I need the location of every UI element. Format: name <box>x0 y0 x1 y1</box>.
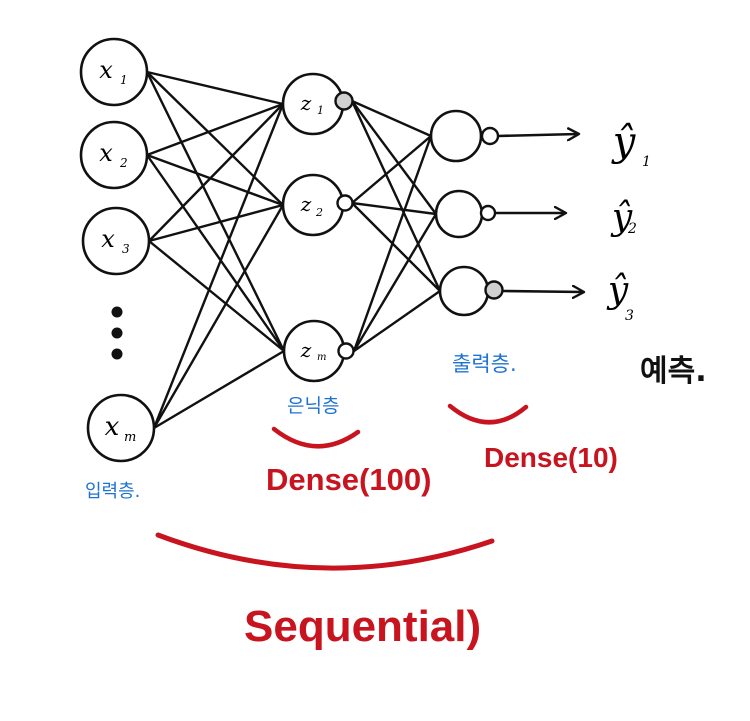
output-dense-label: Dense(10) <box>484 442 618 473</box>
edge-input-2-hidden-1 <box>145 102 285 157</box>
input-node-1-sub: 1 <box>120 73 128 87</box>
activation-dot <box>336 194 354 212</box>
hidden-node-2: z 2 <box>281 173 354 237</box>
ellipsis-dots <box>111 306 123 360</box>
output-arrow-1 <box>497 134 578 136</box>
activation-dot <box>337 342 355 360</box>
output-label-2: ŷ 2 <box>610 197 637 238</box>
input-node-3-label: x <box>101 225 115 253</box>
edge-hidden-3-output-3 <box>352 289 442 353</box>
input-node-m-sub: m <box>124 430 136 445</box>
model-bracket <box>155 532 495 571</box>
input-node-2-sub: 2 <box>119 156 128 170</box>
output-label-3-text: ŷ <box>606 270 629 311</box>
output-label-1-sub: 1 <box>642 154 651 170</box>
hidden-node-1-label: z <box>300 91 312 115</box>
input-layer-label: 입력층. <box>85 481 140 502</box>
edge-input-1-hidden-2 <box>145 70 285 207</box>
edge-input-3-hidden-2 <box>147 203 285 243</box>
hidden-node-2-sub: 2 <box>315 206 323 219</box>
edge-hidden-2-output-1 <box>350 134 433 205</box>
edge-input-3-hidden-1 <box>147 102 285 243</box>
edge-input-1-hidden-1 <box>145 70 285 106</box>
edge-input-4-hidden-1 <box>152 102 285 430</box>
connections <box>145 70 442 430</box>
hidden-node-m: z m <box>282 319 355 383</box>
output-label-1-text: ŷ <box>611 119 637 165</box>
edge-hidden-2-output-3 <box>350 201 442 293</box>
output-node-2 <box>434 189 497 239</box>
edge-hidden-3-output-1 <box>352 134 433 353</box>
activation-dot <box>484 280 504 300</box>
edge-hidden-2-output-2 <box>350 201 438 216</box>
prediction-label: 예측. <box>640 354 707 389</box>
hidden-node-2-label: z <box>300 192 312 216</box>
edge-input-4-hidden-2 <box>152 203 285 430</box>
edge-hidden-1-output-3 <box>350 99 442 293</box>
hidden-layer-bracket <box>271 426 361 449</box>
input-node-3-sub: 3 <box>122 242 130 256</box>
input-node-2: x 2 <box>79 120 149 190</box>
output-arrow-3 <box>502 291 583 292</box>
edge-input-2-hidden-2 <box>145 153 285 207</box>
edge-hidden-1-output-2 <box>350 99 438 216</box>
input-node-2-label: x <box>99 139 113 167</box>
edge-hidden-1-output-1 <box>350 99 433 138</box>
hidden-node-1: z 1 <box>281 72 354 136</box>
hidden-node-m-sub: m <box>317 352 326 363</box>
output-label-2-text: ŷ <box>610 197 633 238</box>
hidden-dense-label: Dense(100) <box>266 462 431 497</box>
activation-dot <box>334 91 354 111</box>
input-node-m: x m <box>86 393 156 463</box>
edge-input-4-hidden-3 <box>152 349 286 430</box>
activation-dot <box>480 126 500 146</box>
output-label-3: ŷ 3 <box>606 270 634 324</box>
output-label-2-sub: 2 <box>627 221 637 237</box>
edge-hidden-3-output-2 <box>352 212 438 353</box>
input-node-3: x 3 <box>81 206 151 276</box>
output-label-1: ŷ 1 <box>611 119 651 170</box>
output-layer-bracket <box>447 403 529 425</box>
hidden-layer-label: 은닉층 <box>287 395 339 417</box>
hidden-node-1-sub: 1 <box>317 104 324 117</box>
output-node-1 <box>429 109 500 163</box>
input-node-1-label: x <box>99 56 113 84</box>
edge-input-3-hidden-3 <box>147 239 286 353</box>
hidden-node-m-label: z <box>300 338 312 362</box>
input-node-m-label: x <box>105 412 120 442</box>
output-label-3-sub: 3 <box>625 308 634 324</box>
edge-input-1-hidden-3 <box>145 70 286 353</box>
output-layer-label: 출력층. <box>452 352 517 376</box>
output-node-3 <box>438 265 504 317</box>
edge-input-2-hidden-3 <box>145 153 286 353</box>
input-node-1: x 1 <box>79 37 149 107</box>
sequential-label: Sequential) <box>244 602 481 651</box>
activation-dot <box>479 204 497 222</box>
